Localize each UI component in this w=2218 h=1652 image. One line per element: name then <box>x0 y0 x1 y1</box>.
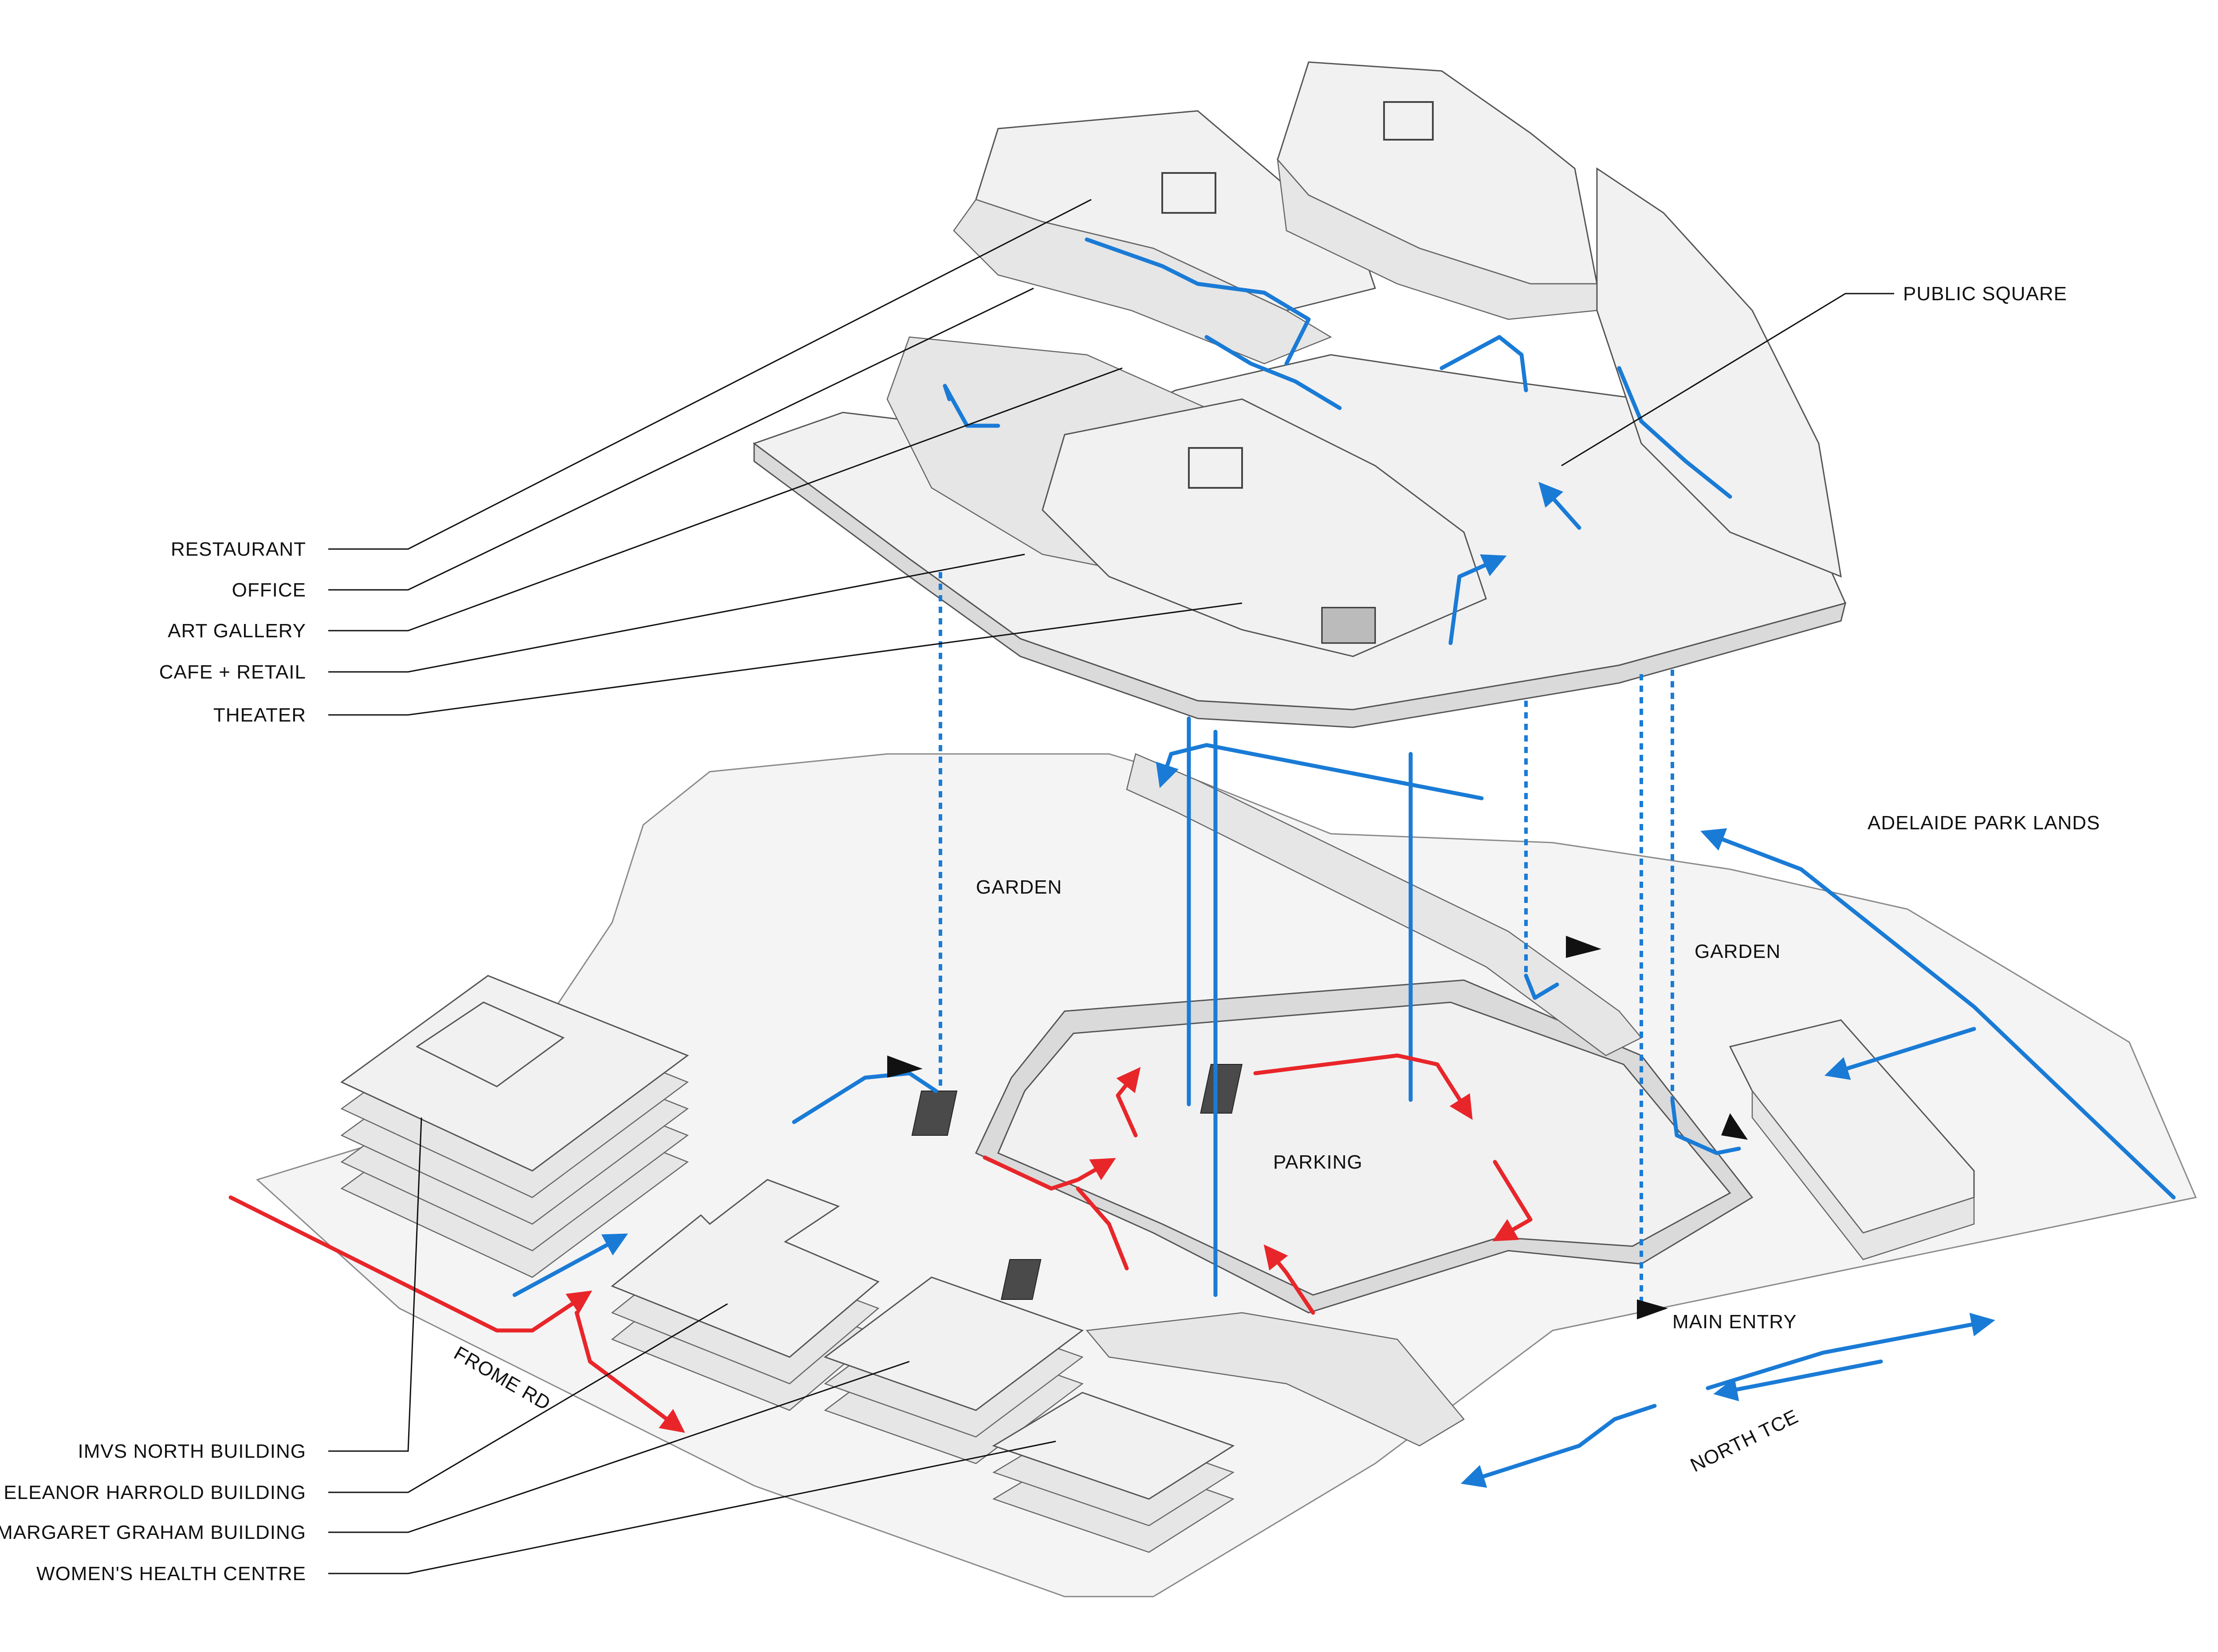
east-wing <box>1596 167 1842 578</box>
atrium-void <box>1321 607 1376 644</box>
ground-pedestrian-flows <box>512 743 2176 1488</box>
rooftop-grid-west <box>1161 172 1216 214</box>
label-margaret-graham-building: MARGARET GRAHAM BUILDING <box>0 1522 306 1543</box>
entry-arrow-icon <box>1637 1299 1668 1319</box>
flow-frome-rd-out <box>574 1311 685 1433</box>
label-womens-health-centre: WOMEN'S HEALTH CENTRE <box>36 1563 306 1585</box>
route-west-stair <box>1085 237 1311 366</box>
route-theater <box>1448 554 1507 645</box>
vertical-connections <box>939 572 1674 1304</box>
garden-ramp-strip <box>1126 753 1642 1056</box>
label-adelaide-park-lands: ADELAIDE PARK LANDS <box>1868 812 2100 834</box>
label-cafe-retail: CAFE + RETAIL <box>159 661 306 683</box>
upper-building-mass <box>752 61 1847 728</box>
stair-void-west <box>911 1091 958 1136</box>
stair-void-south <box>1000 1259 1042 1300</box>
label-main-entry: MAIN ENTRY <box>1672 1311 1797 1333</box>
existing-buildings <box>340 975 1975 1553</box>
route-loop-west <box>943 384 1000 428</box>
route-square-hook <box>1439 335 1528 392</box>
flow-parking-south <box>1263 1244 1315 1315</box>
leader-eleanor <box>328 1303 728 1493</box>
leader-imvs <box>328 1117 422 1452</box>
leader-margaret <box>328 1361 910 1533</box>
flow-frome-rd-in <box>228 1195 592 1333</box>
label-theater: THEATER <box>213 704 306 726</box>
entry-arrow-icon <box>1566 936 1601 958</box>
flow-north-loop <box>1156 743 1484 800</box>
west-wing-floors <box>953 199 1332 365</box>
flow-parking-hook <box>1116 1067 1141 1138</box>
label-imvs-north-building: IMVS NORTH BUILDING <box>78 1440 306 1462</box>
flow-park-lands <box>1700 828 2176 1200</box>
flow-parking-west <box>983 1155 1116 1191</box>
flow-parking-split <box>1076 1186 1129 1271</box>
flow-north-tce-east <box>1706 1313 1995 1390</box>
route-east-stair <box>1617 366 1732 499</box>
flow-north-tce-mid <box>1713 1359 1883 1401</box>
upper-pedestrian-routes <box>943 237 1732 645</box>
label-garden-east: GARDEN <box>1695 941 1781 962</box>
leader-office <box>328 287 1034 591</box>
margaret-graham-building <box>823 1276 1084 1464</box>
eleanor-harrold-building <box>611 1179 880 1411</box>
rooftop-grid-central <box>1188 447 1243 489</box>
leader-cafe-retail <box>328 553 1025 673</box>
east-annex-building <box>1729 1019 1975 1260</box>
flow-east-annex <box>1824 1027 1976 1080</box>
route-ramp-mid <box>1204 335 1342 410</box>
womens-health-centre <box>992 1392 1235 1553</box>
leader-womens <box>328 1440 1056 1574</box>
flow-ramp-hook <box>1524 973 1559 1000</box>
flow-parking-north <box>1253 1053 1473 1120</box>
entry-markers <box>887 936 1748 1319</box>
rooftop-grid-ne <box>1383 101 1434 141</box>
label-restaurant: RESTAURANT <box>171 538 306 560</box>
leader-restaurant <box>328 199 1092 550</box>
south-ribbon <box>1085 1312 1465 1447</box>
label-garden-west: GARDEN <box>976 876 1062 898</box>
leader-art-gallery <box>328 367 1123 632</box>
label-north-tce: NORTH TCE <box>1687 1405 1802 1476</box>
vehicle-flows <box>228 1053 1533 1433</box>
flow-parking-east <box>1492 1160 1533 1241</box>
vertical-lifts <box>1187 716 1413 1297</box>
label-parking: PARKING <box>1273 1151 1363 1173</box>
label-office: OFFICE <box>232 579 306 601</box>
leader-theater <box>328 602 1243 716</box>
label-public-square: PUBLIC SQUARE <box>1903 283 2067 305</box>
route-square-up <box>1538 482 1581 530</box>
central-cluster <box>1042 398 1487 657</box>
entry-arrow-icon <box>887 1056 923 1078</box>
flow-frome-up <box>512 1233 628 1297</box>
label-eleanor-harrold-building: ELEANOR HARROLD BUILDING <box>4 1482 306 1503</box>
label-art-gallery: ART GALLERY <box>168 620 306 642</box>
leader-public-square <box>1561 293 1894 467</box>
flow-east-hook <box>1670 1098 1741 1155</box>
entry-arrow-icon <box>1721 1113 1748 1140</box>
leader-lines <box>328 199 1894 1574</box>
imvs-north-building <box>340 975 689 1278</box>
flow-north-tce-west <box>1460 1404 1657 1488</box>
